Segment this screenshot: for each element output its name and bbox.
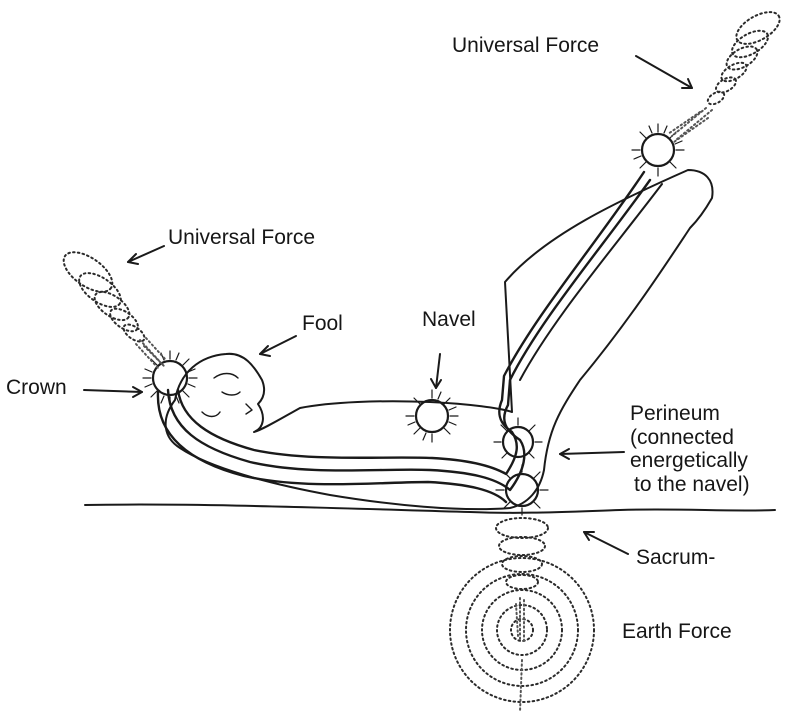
- arrow-fool: [260, 336, 296, 354]
- face-details: [202, 374, 252, 417]
- crown-chakra: [143, 351, 197, 405]
- arrow-perineum: [560, 452, 624, 454]
- label-perineum-line-2: (connected: [630, 426, 750, 450]
- arrow-universal-force-top: [636, 56, 692, 88]
- label-navel: Navel: [422, 308, 476, 332]
- label-perineum-line-4: to the navel): [630, 473, 750, 497]
- arrow-universal-force-left: [128, 246, 164, 262]
- label-perineum: Perineum (connected energetically to the…: [630, 402, 750, 496]
- label-fool: Fool: [302, 312, 343, 336]
- foot-chakra: [632, 124, 684, 176]
- label-sacrum: Sacrum-: [636, 546, 715, 570]
- universal-force-vortex-left: [57, 244, 166, 368]
- label-universal-force-left: Universal Force: [168, 226, 315, 250]
- arrow-sacrum: [584, 532, 628, 554]
- label-universal-force-top: Universal Force: [452, 34, 599, 58]
- navel-chakra: [406, 390, 458, 442]
- earth-force-rings: [450, 518, 594, 712]
- label-arrows: [84, 56, 692, 554]
- label-perineum-line-1: Perineum: [630, 402, 750, 426]
- ground-line: [85, 505, 775, 513]
- arrow-crown: [84, 390, 142, 392]
- sacrum-chakra: [496, 465, 548, 515]
- label-perineum-line-3: energetically: [630, 449, 750, 473]
- universal-force-vortex-top: [668, 6, 785, 142]
- label-crown: Crown: [6, 376, 67, 400]
- label-sacrum-mark: -: [708, 546, 715, 569]
- label-sacrum-text: Sacrum: [636, 546, 708, 569]
- label-earth-force: Earth Force: [622, 620, 732, 644]
